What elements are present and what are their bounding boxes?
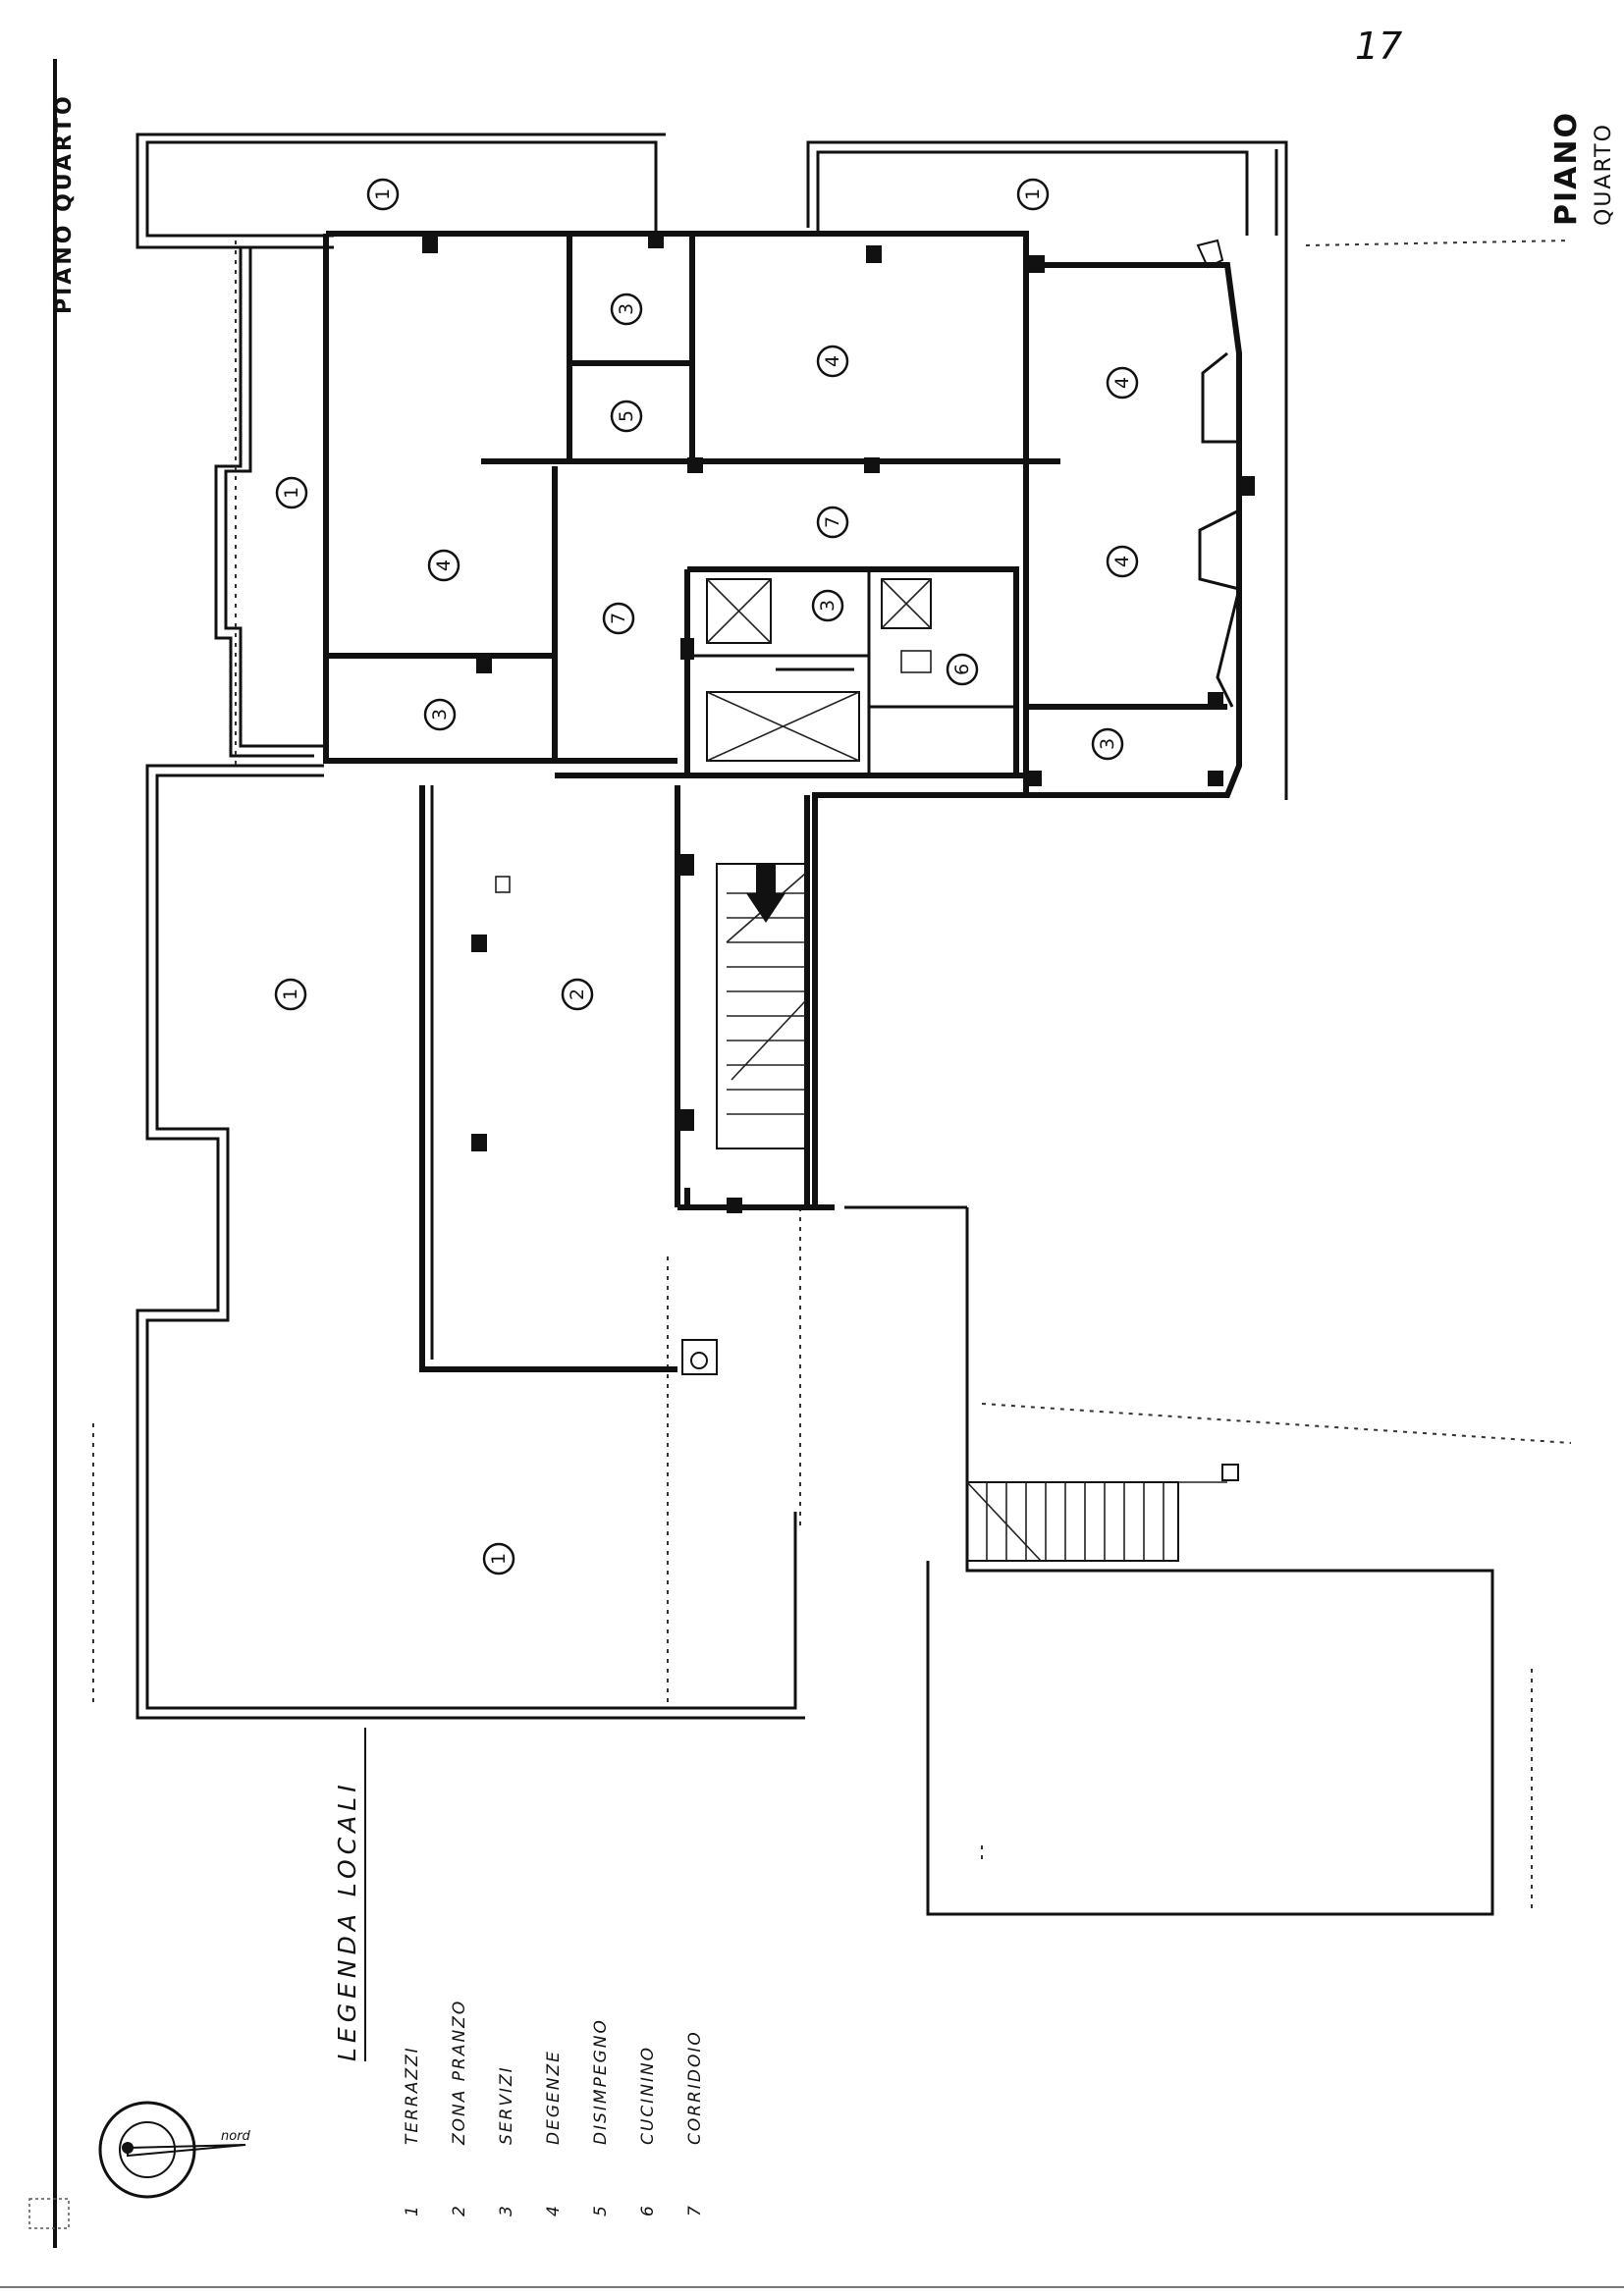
room-label-number: 1 [1022, 188, 1044, 200]
room-label-number: 7 [608, 613, 629, 624]
north-label: nord [221, 2129, 251, 2144]
room-label-number: 1 [280, 988, 301, 1000]
room-label-number: 4 [1111, 377, 1133, 389]
room-label-circle [423, 698, 457, 731]
floor-label-right-line2: QUARTO [1592, 123, 1616, 226]
room-label-circle [1106, 366, 1139, 400]
room-label-circle [816, 506, 849, 539]
room-label-room-center: 4 [816, 345, 849, 378]
room-label-circle [482, 1542, 515, 1575]
room-label-room-right-top: 4 [1106, 366, 1139, 400]
floor-label-left: PIANO QUARTO [52, 93, 77, 314]
room-label-room-left: 4 [427, 549, 460, 582]
room-label-service-center: 3 [811, 589, 844, 622]
room-label-circle [561, 978, 594, 1011]
room-label-number: 3 [429, 709, 451, 721]
legend-item-number: 3 [497, 2204, 516, 2216]
room-label-number: 3 [1097, 738, 1118, 750]
room-label-number: 4 [1111, 556, 1133, 567]
building-walls [323, 231, 1242, 1372]
room-label-circle [946, 653, 979, 686]
room-label-circle [427, 549, 460, 582]
legend: LEGENDA LOCALI 1 TERRAZZI 2 ZONA PRANZO 3 SER… [333, 1728, 705, 2216]
room-label-room-right-bottom: 4 [1106, 545, 1139, 578]
legend-item-number: 1 [403, 2204, 422, 2216]
legend-item-number: 4 [544, 2204, 564, 2216]
legend-item-label: TERRAZZI [403, 2046, 422, 2145]
room-label-number: 1 [372, 188, 394, 200]
floor-label-right-line1: PIANO [1549, 111, 1584, 226]
room-label-service-top: 3 [610, 293, 643, 326]
elevator-shafts [706, 578, 932, 762]
structural-pillars [422, 231, 1255, 1213]
room-label-number: 4 [433, 560, 455, 571]
room-label-number: 7 [822, 516, 843, 528]
room-label-terrace-bottom: 1 [482, 1542, 515, 1575]
legend-item-label: DEGENZE [544, 2050, 564, 2145]
staircase [716, 863, 1239, 1562]
room-label-number: 4 [822, 355, 843, 367]
room-label-circle [366, 178, 400, 211]
legend-title: LEGENDA LOCALI [333, 1780, 361, 2061]
room-label-number: 1 [488, 1553, 510, 1565]
room-label-number: 2 [567, 988, 588, 1000]
room-label-service-right: 3 [1091, 727, 1124, 761]
legend-item-label: CUCININO [638, 2046, 658, 2145]
fixtures [495, 239, 1224, 1375]
room-label-service-left: 3 [423, 698, 457, 731]
room-label-circle [1106, 545, 1139, 578]
legend-item-label: CORRIDOIO [685, 2030, 705, 2145]
room-label-circle [1091, 727, 1124, 761]
legend-item-number: 5 [591, 2204, 611, 2216]
legend-item-label: ZONA PRANZO [450, 2000, 469, 2146]
room-labels: 1 1 1 1 1 2 3 3 3 3 4 4 4 4 5 6 7 7 [274, 178, 1139, 1575]
room-label-circle [1016, 178, 1050, 211]
room-label-lobby: 5 [610, 400, 643, 433]
legend-item-number: 2 [450, 2204, 469, 2216]
room-label-terrace-top-right: 1 [1016, 178, 1050, 211]
scan-stamp [28, 2198, 70, 2229]
room-label-number: 1 [281, 487, 302, 499]
room-label-dining-zone: 2 [561, 978, 594, 1011]
north-arrow-icon [98, 2101, 246, 2199]
room-label-circle [610, 400, 643, 433]
room-label-corridor-center: 7 [602, 602, 635, 635]
page-number: 17 [1355, 25, 1402, 68]
room-label-number: 3 [616, 303, 637, 315]
legend-item-label: SERVIZI [497, 2065, 516, 2145]
room-label-number: 6 [951, 664, 973, 675]
dashed-overhang-lines [92, 240, 1572, 1914]
room-label-circle [610, 293, 643, 326]
room-label-circle [274, 978, 307, 1011]
room-label-circle [816, 345, 849, 378]
legend-item-number: 6 [638, 2204, 658, 2216]
legend-item-number: 7 [685, 2204, 705, 2216]
room-label-corridor-top: 7 [816, 506, 849, 539]
room-label-kitchenette: 6 [946, 653, 979, 686]
room-label-number: 3 [817, 600, 839, 612]
room-label-circle [275, 476, 308, 509]
room-label-terrace-top-left: 1 [366, 178, 400, 211]
legend-items: 1 TERRAZZI 2 ZONA PRANZO 3 SERVIZI 4 DEGENZE 5 DI… [403, 2000, 705, 2216]
room-label-number: 5 [616, 410, 637, 422]
room-label-circle [811, 589, 844, 622]
room-label-terrace-left-strip: 1 [275, 476, 308, 509]
legend-item-label: DISIMPEGNO [591, 2018, 611, 2145]
room-label-circle [602, 602, 635, 635]
room-label-terrace-large-left: 1 [274, 978, 307, 1011]
